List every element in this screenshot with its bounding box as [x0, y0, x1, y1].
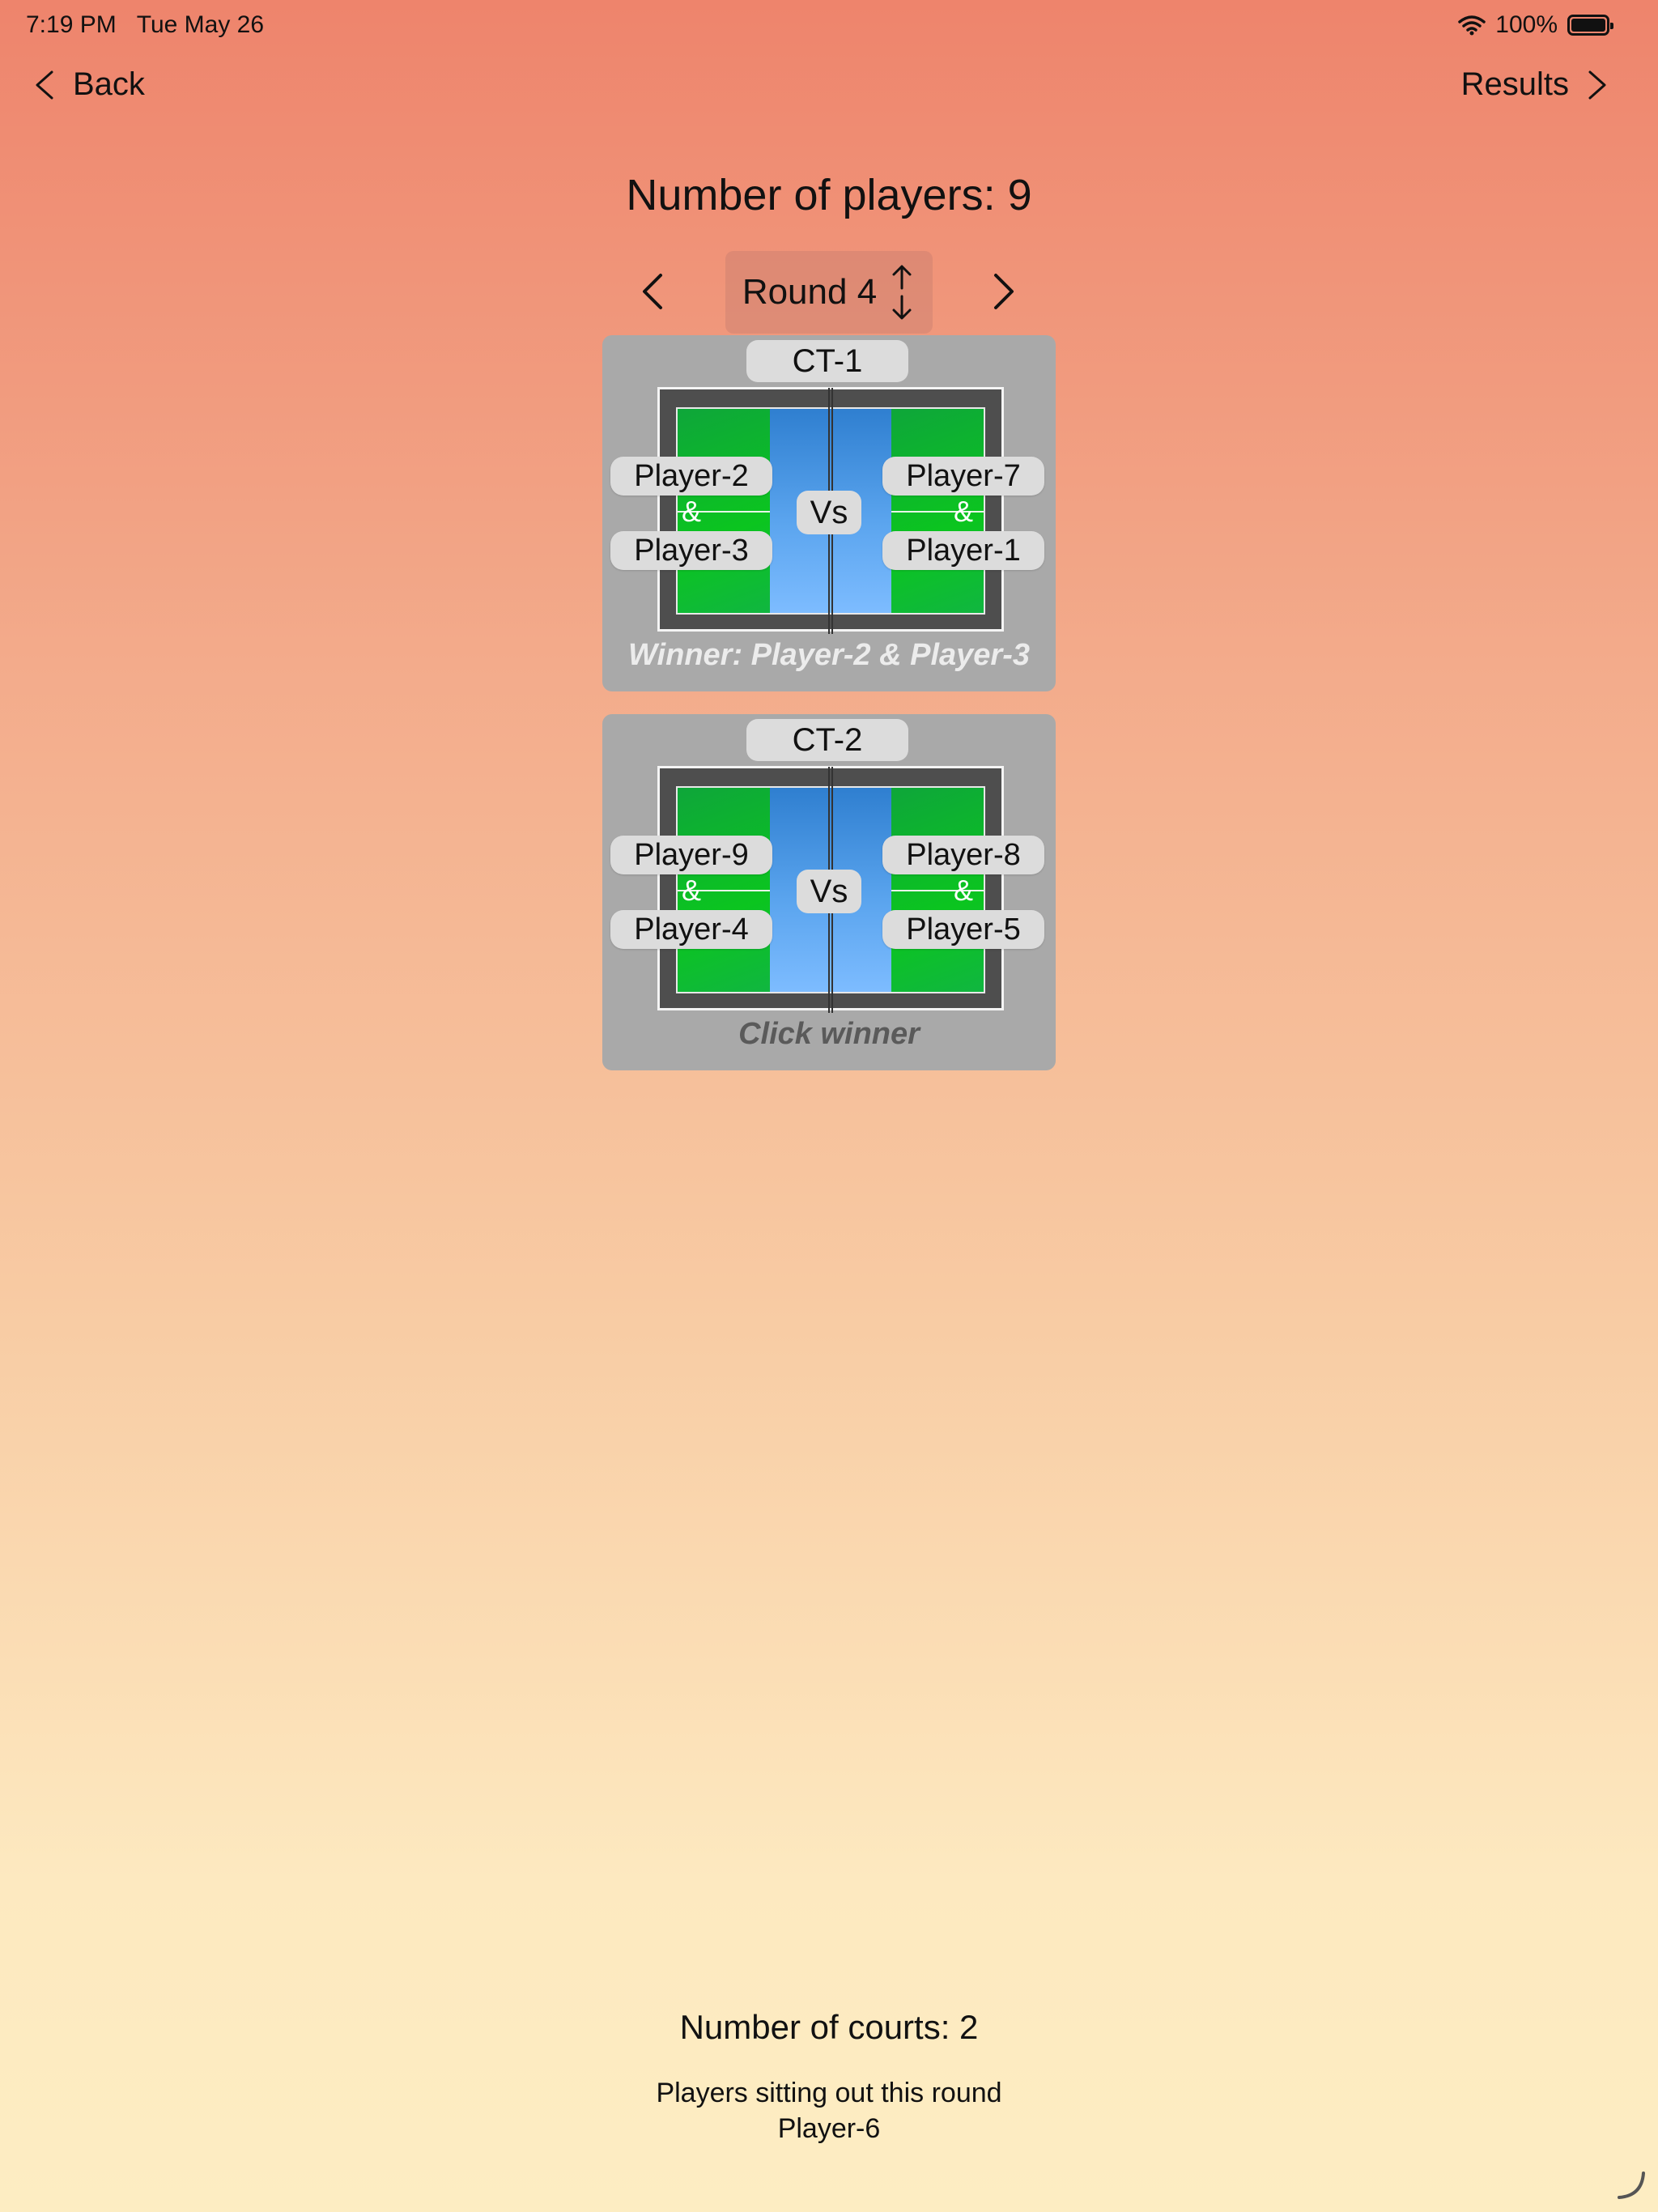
- round-picker[interactable]: Round 4: [725, 251, 933, 334]
- court-name: CT-2: [746, 719, 908, 761]
- court-card-ct-1: CT-1 Player-2 & Player-3 Vs Player-7 & P…: [602, 335, 1056, 691]
- team-separator: &: [953, 495, 973, 528]
- resize-handle-icon[interactable]: [1614, 2168, 1647, 2201]
- round-label: Round 4: [742, 272, 878, 312]
- player-button[interactable]: Player-7: [882, 457, 1044, 496]
- court-left-side: [678, 788, 770, 992]
- players-count-title: Number of players: 9: [626, 171, 1032, 219]
- status-bar-time: 7:19 PM Tue May 26: [26, 11, 265, 38]
- round-prev-button[interactable]: [638, 270, 667, 313]
- results-label: Results: [1460, 66, 1569, 102]
- sitting-out-title: Players sitting out this round: [656, 2078, 1002, 2108]
- round-next-button[interactable]: [989, 270, 1018, 313]
- player-button[interactable]: Player-1: [882, 531, 1044, 570]
- click-winner-prompt: Click winner: [738, 1017, 920, 1051]
- player-button[interactable]: Player-8: [882, 836, 1044, 874]
- results-button[interactable]: Results: [1461, 66, 1609, 103]
- sitting-out-players: Player-6: [777, 2113, 881, 2144]
- player-button[interactable]: Player-4: [610, 910, 772, 949]
- versus-label: Vs: [797, 870, 861, 913]
- court-right-side: [891, 788, 984, 992]
- team-separator: &: [681, 495, 701, 528]
- chevron-right-icon: [1588, 70, 1606, 99]
- courts-count-label: Number of courts: 2: [679, 2008, 979, 2046]
- status-bar-date: Tue May 26: [136, 11, 265, 38]
- team-separator: &: [953, 874, 973, 907]
- court-right-side: [891, 409, 984, 613]
- chevron-left-icon: [36, 70, 53, 99]
- player-button[interactable]: Player-2: [610, 457, 772, 496]
- court-card-ct-2: CT-2 Player-9 & Player-4 Vs Player-8 & P…: [602, 714, 1056, 1070]
- player-button[interactable]: Player-9: [610, 836, 772, 874]
- back-button[interactable]: Back: [32, 66, 145, 103]
- up-down-arrows-icon: [892, 265, 912, 320]
- team-separator: &: [681, 874, 701, 907]
- winner-label: Winner: Player-2 & Player-3: [628, 638, 1030, 672]
- player-button[interactable]: Player-3: [610, 531, 772, 570]
- status-bar-right: 100%: [1458, 11, 1613, 39]
- versus-label: Vs: [797, 491, 861, 534]
- battery-percent: 100%: [1495, 11, 1558, 38]
- battery-icon: [1567, 15, 1613, 36]
- back-label: Back: [73, 66, 145, 102]
- court-left-side: [678, 409, 770, 613]
- wifi-icon: [1458, 15, 1486, 36]
- court-name: CT-1: [746, 340, 908, 382]
- player-button[interactable]: Player-5: [882, 910, 1044, 949]
